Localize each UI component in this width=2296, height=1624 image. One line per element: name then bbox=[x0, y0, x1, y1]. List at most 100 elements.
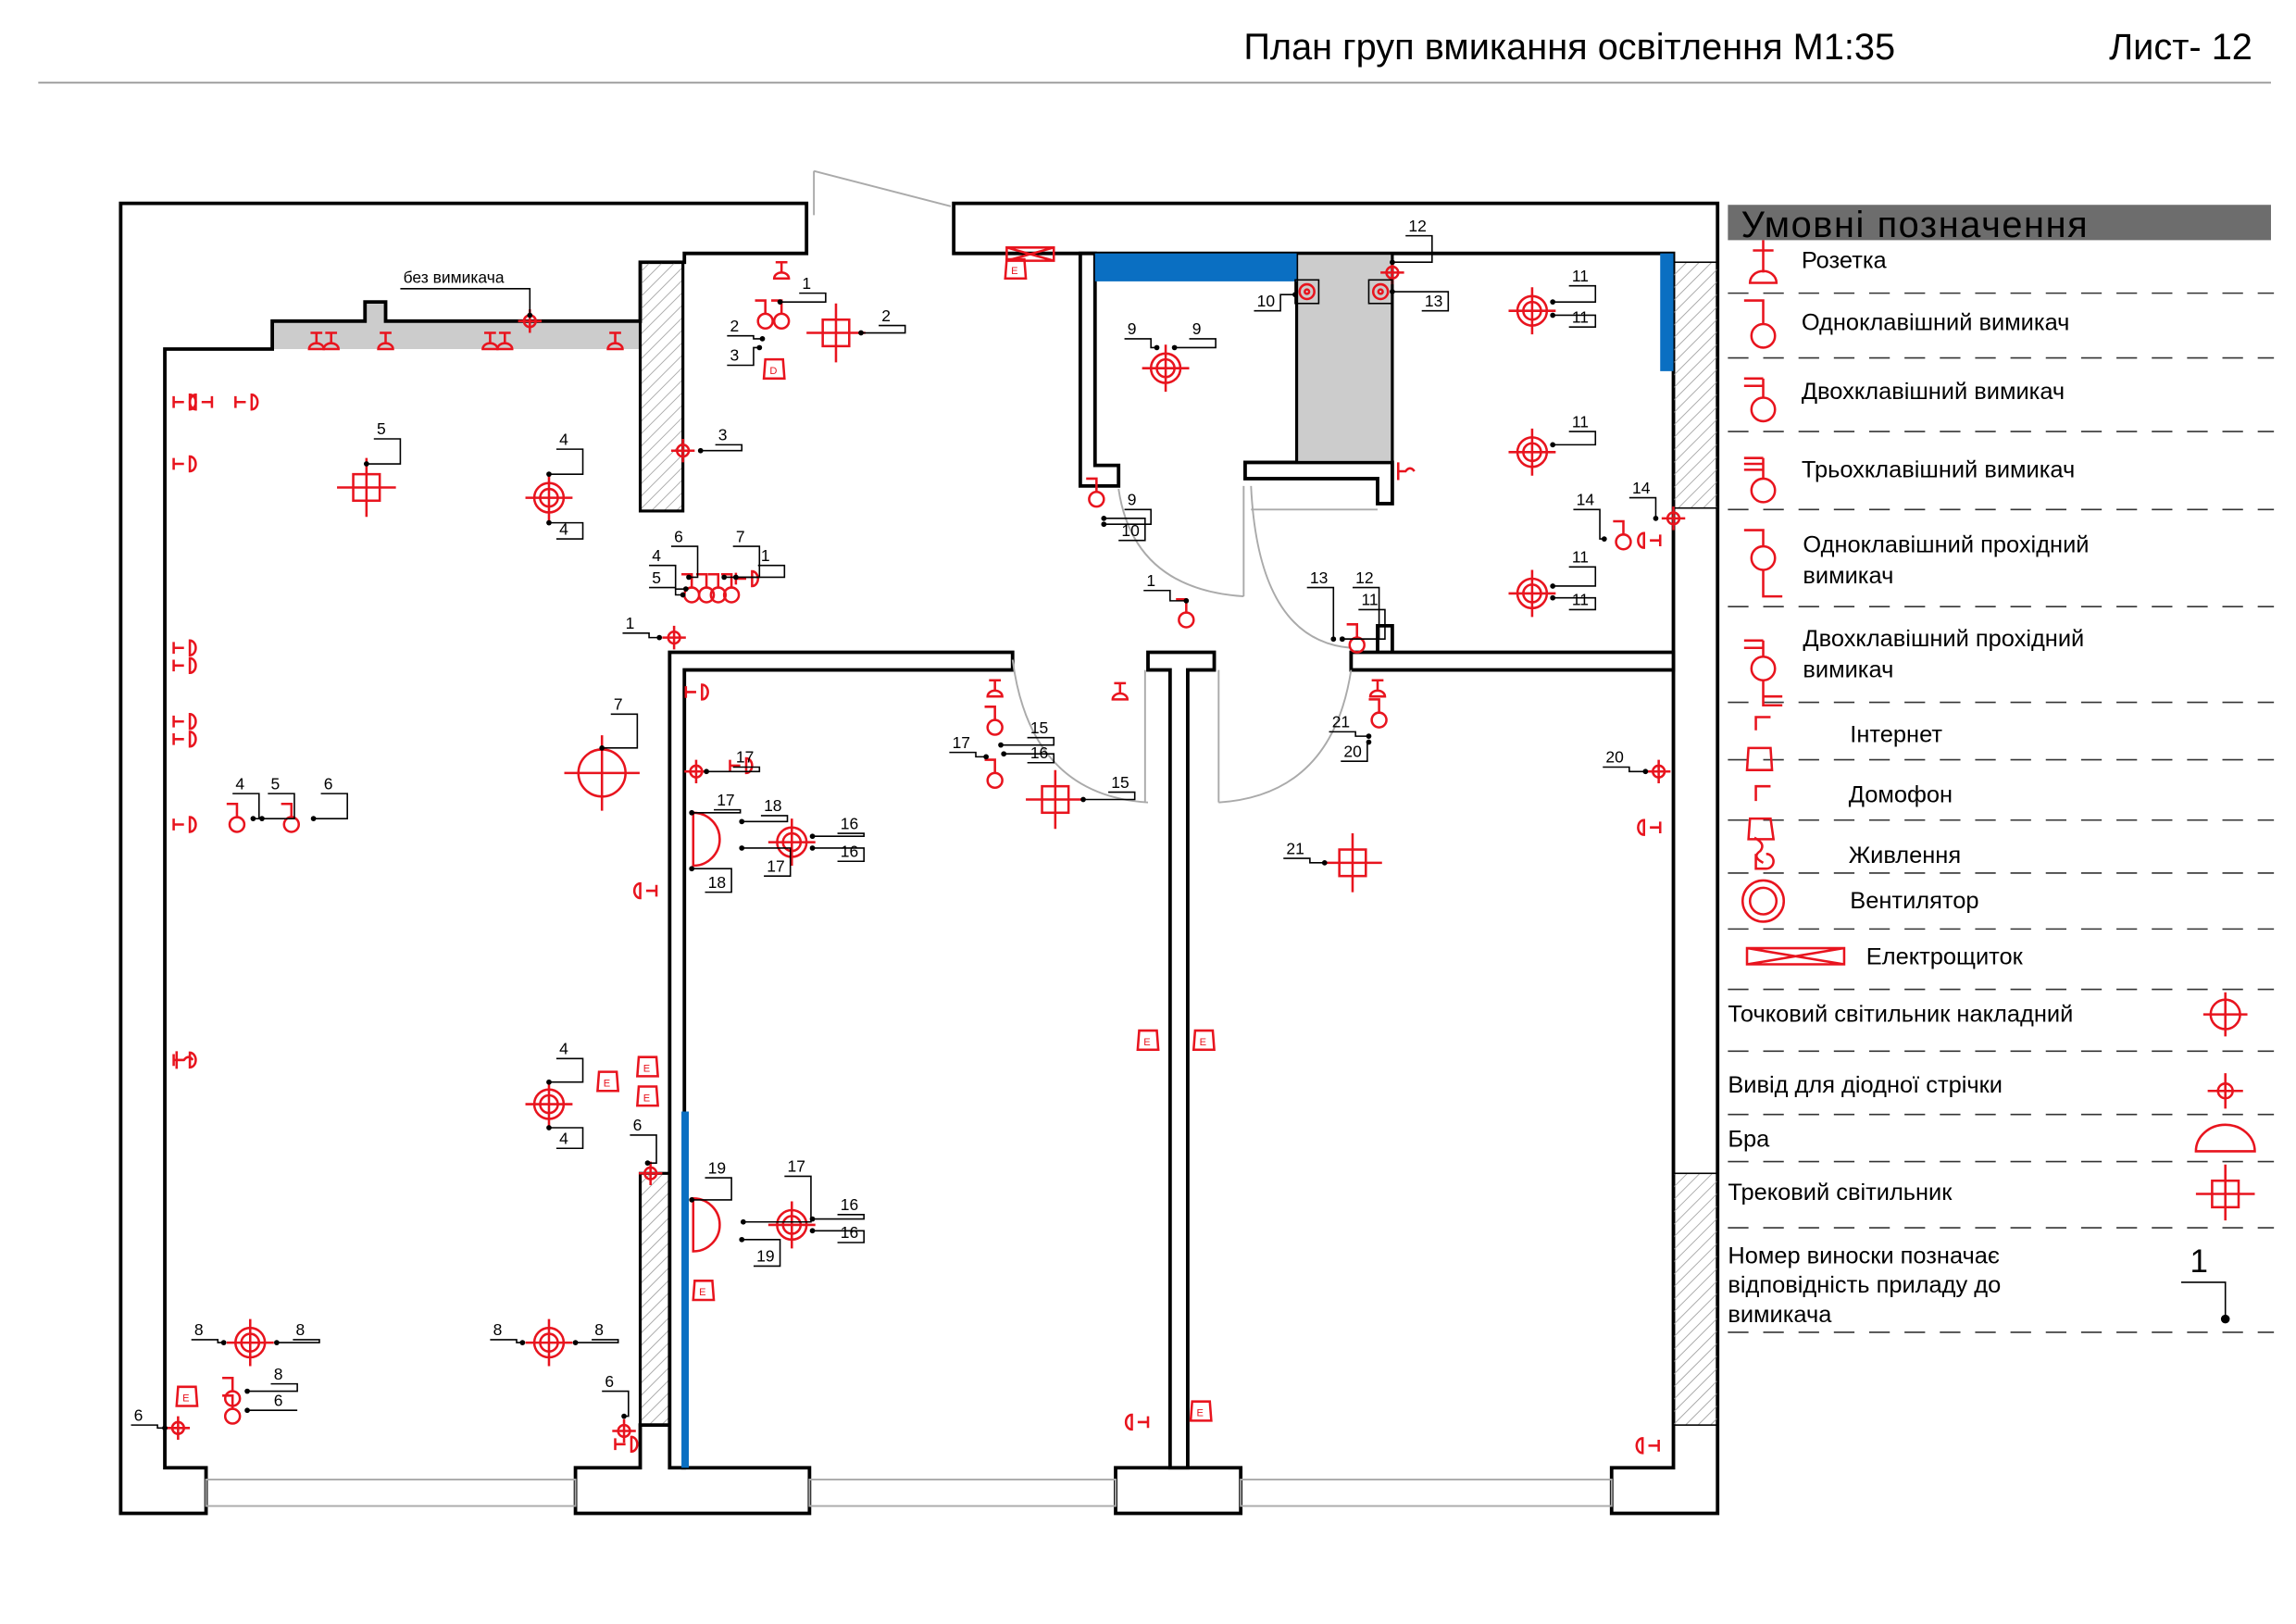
spotlight-ring bbox=[539, 1332, 559, 1353]
shaft bbox=[1294, 252, 1394, 465]
callout-leader bbox=[1553, 566, 1597, 587]
callout-leader bbox=[706, 766, 761, 773]
socket-glyph bbox=[172, 816, 197, 833]
legend-header-bar bbox=[1728, 205, 2271, 241]
callout: 11 bbox=[1550, 267, 1597, 306]
callout: 17 bbox=[949, 733, 989, 760]
spotlight-cross bbox=[1508, 428, 1556, 476]
callout-number: 15 bbox=[1111, 773, 1129, 792]
led-strip bbox=[1094, 253, 1297, 281]
socket-glyph bbox=[496, 331, 514, 351]
callout-leader bbox=[131, 1424, 166, 1430]
legend-label: Вивід для діодної стрічки bbox=[1728, 1072, 2003, 1098]
socket-glyph bbox=[606, 331, 624, 351]
led-cross bbox=[638, 1161, 663, 1185]
lamp-glyph bbox=[692, 1197, 721, 1253]
callout-leader bbox=[548, 521, 584, 540]
callout: 19 bbox=[689, 1158, 732, 1203]
callout: 1 bbox=[733, 546, 786, 581]
callout-dot bbox=[1550, 312, 1556, 319]
callout-number: 17 bbox=[953, 733, 970, 752]
track-cross bbox=[806, 303, 866, 363]
callout-number: 11 bbox=[1572, 412, 1589, 431]
callout-dot bbox=[1101, 515, 1107, 521]
callout-leader bbox=[1143, 589, 1187, 602]
socket-icon bbox=[1637, 818, 1662, 836]
callout: 3 bbox=[727, 344, 763, 367]
socket-icon bbox=[1635, 1437, 1660, 1455]
callout: 13 bbox=[1390, 289, 1450, 312]
legend-label: вимикач bbox=[1803, 563, 1893, 589]
callout-leader bbox=[1573, 508, 1604, 540]
switch-icon bbox=[984, 758, 1004, 790]
legend-label: відповідність приладу до bbox=[1728, 1272, 2001, 1298]
switch-icon bbox=[226, 802, 246, 833]
led-cross bbox=[670, 438, 695, 463]
callout-leader bbox=[1553, 431, 1597, 446]
spotlight-cross bbox=[226, 1318, 274, 1367]
callout: 1 bbox=[1143, 571, 1190, 604]
legend-label: Бра bbox=[1728, 1127, 1770, 1153]
switch-lever bbox=[226, 802, 239, 818]
callout-dot bbox=[1653, 515, 1659, 521]
callout-leader bbox=[742, 1239, 781, 1268]
led-output-icon bbox=[638, 1161, 663, 1185]
socket-icon bbox=[614, 1435, 639, 1454]
internet-outlet-icon: E bbox=[1192, 1029, 1216, 1052]
socket-icon bbox=[496, 331, 514, 351]
spotlight-cross bbox=[1508, 287, 1556, 335]
outlet-glyph bbox=[175, 1385, 199, 1407]
fan-ring bbox=[1298, 282, 1316, 301]
callout-dot bbox=[998, 742, 1004, 748]
callout-dot bbox=[1390, 289, 1395, 294]
door-swing bbox=[1011, 659, 1149, 804]
callout: 6 bbox=[244, 1391, 298, 1414]
callout-number: 6 bbox=[633, 1116, 643, 1134]
callout-leader bbox=[1553, 596, 1597, 611]
socket-icon bbox=[772, 260, 791, 280]
socket-glyph bbox=[322, 331, 340, 351]
switch-ring bbox=[772, 312, 791, 331]
led-output-icon bbox=[684, 759, 708, 783]
intercom-outlet-icon: D bbox=[762, 357, 786, 381]
callout-number: 7 bbox=[614, 695, 623, 714]
legend-label: Інтернет bbox=[1850, 721, 1942, 747]
callout-dot bbox=[274, 1340, 280, 1345]
callout-number: 15 bbox=[1030, 718, 1048, 737]
callout-number: 20 bbox=[1605, 748, 1624, 767]
callout: 1 bbox=[777, 274, 827, 306]
callout: 10 bbox=[1101, 515, 1146, 542]
callout: 4 bbox=[546, 519, 584, 540]
callout-leader bbox=[812, 1230, 865, 1243]
callout-number: 9 bbox=[1192, 319, 1202, 338]
legend-label: Номер виноски позначає bbox=[1728, 1243, 2000, 1268]
outlet-glyph bbox=[596, 1070, 620, 1093]
callout-dot bbox=[621, 1413, 627, 1419]
legend-label: Трековий світильник bbox=[1728, 1180, 1953, 1206]
socket-glyph bbox=[234, 394, 259, 411]
callout-leader bbox=[622, 632, 660, 639]
callout-dot bbox=[740, 1218, 746, 1225]
callout-dot bbox=[572, 1340, 579, 1345]
callout-dot bbox=[220, 1340, 227, 1345]
callout-leader bbox=[575, 1339, 619, 1343]
fan-icon bbox=[1294, 279, 1320, 305]
entrance-door bbox=[813, 169, 952, 216]
callout-dot bbox=[1550, 594, 1556, 601]
callout: 20 bbox=[1603, 748, 1649, 775]
switch-ring bbox=[228, 816, 246, 833]
spotlight-cross bbox=[525, 474, 573, 522]
power-glyph bbox=[1396, 462, 1416, 481]
internet-outlet-icon: E bbox=[596, 1070, 620, 1093]
callout-dot bbox=[244, 1407, 250, 1414]
switch-lever bbox=[1086, 477, 1098, 493]
spotlight-icon bbox=[525, 1318, 573, 1367]
outlet-glyph bbox=[635, 1056, 659, 1078]
callout-number: 16 bbox=[841, 1195, 858, 1214]
callout-leader bbox=[861, 324, 906, 334]
legend-label: Одноклавішний прохідний bbox=[1803, 531, 2089, 557]
switch-lever bbox=[1613, 519, 1625, 535]
switch-icon bbox=[984, 706, 1004, 736]
switch-ring bbox=[986, 771, 1004, 790]
callout: 20 bbox=[1341, 739, 1372, 762]
